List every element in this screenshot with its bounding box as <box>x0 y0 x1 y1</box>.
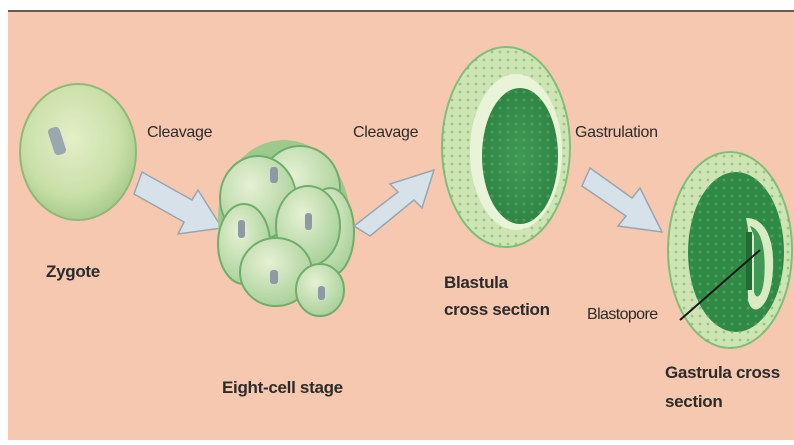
gastrulation-label: Gastrulation <box>575 124 658 142</box>
gastrula-cross-section <box>668 152 792 348</box>
gastrula-label-line2: section <box>665 392 722 412</box>
cleavage-label-2: Cleavage <box>353 124 418 142</box>
gastrulation-arrow <box>582 168 662 232</box>
zygote-label: Zygote <box>46 262 100 282</box>
blastopore-label: Blastopore <box>587 306 658 324</box>
cleavage-arrow-2 <box>354 170 434 236</box>
blastula-label-line1: Blastula <box>444 273 508 293</box>
eight-cell-embryo <box>218 140 354 316</box>
blastula-label-line2: cross section <box>444 300 550 320</box>
cleavage-arrow-1 <box>134 172 222 234</box>
blastula-cross-section <box>442 47 570 247</box>
cleavage-label-1: Cleavage <box>147 124 212 142</box>
zygote-cell <box>20 84 136 220</box>
eight-cell-label: Eight-cell stage <box>222 378 343 398</box>
gastrula-label-line1: Gastrula cross <box>665 363 780 383</box>
